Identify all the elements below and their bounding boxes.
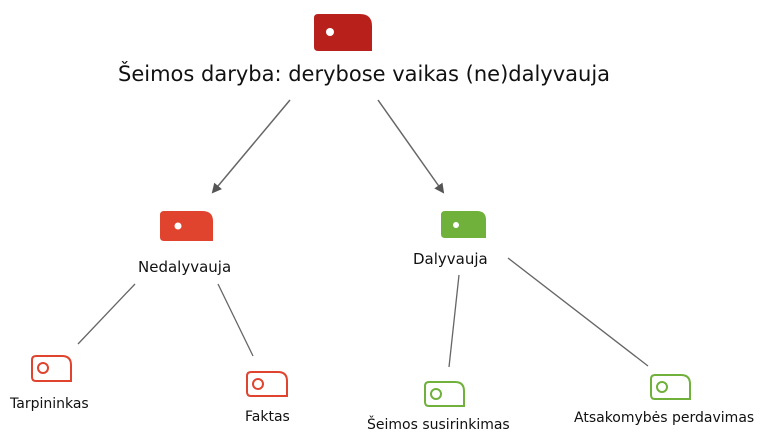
edge-dalyvauja-to-seimos-susirinkimas [448, 274, 460, 368]
seimos-susirinkimas-node-label: Šeimos susirinkimas [367, 417, 510, 433]
tag-outline-icon [246, 371, 288, 397]
tarpininkas-node-label: Tarpininkas [10, 396, 89, 412]
edge-root-to-nedalyvauja [211, 99, 291, 194]
tag-icon [441, 211, 486, 238]
nedalyvauja-node-label: Nedalyvauja [138, 258, 232, 276]
tag-icon [160, 211, 213, 241]
edge-nedalyvauja-to-faktas [217, 283, 254, 357]
tag-outline-icon [650, 374, 691, 400]
tag-outline-icon [424, 381, 465, 407]
edge-nedalyvauja-to-tarpininkas [77, 283, 136, 345]
dalyvauja-node-label: Dalyvauja [413, 250, 488, 268]
root-node-label: Šeimos daryba: derybose vaikas (ne)dalyv… [118, 62, 611, 86]
atsakomybes-perdavimas-node-label: Atsakomybės perdavimas [574, 410, 755, 426]
edge-root-to-dalyvauja [377, 99, 445, 194]
tag-icon [314, 14, 372, 51]
edge-dalyvauja-to-atsakomybes-perdavimas [507, 257, 649, 367]
tag-outline-icon [31, 355, 72, 382]
faktas-node-label: Faktas [245, 409, 290, 425]
